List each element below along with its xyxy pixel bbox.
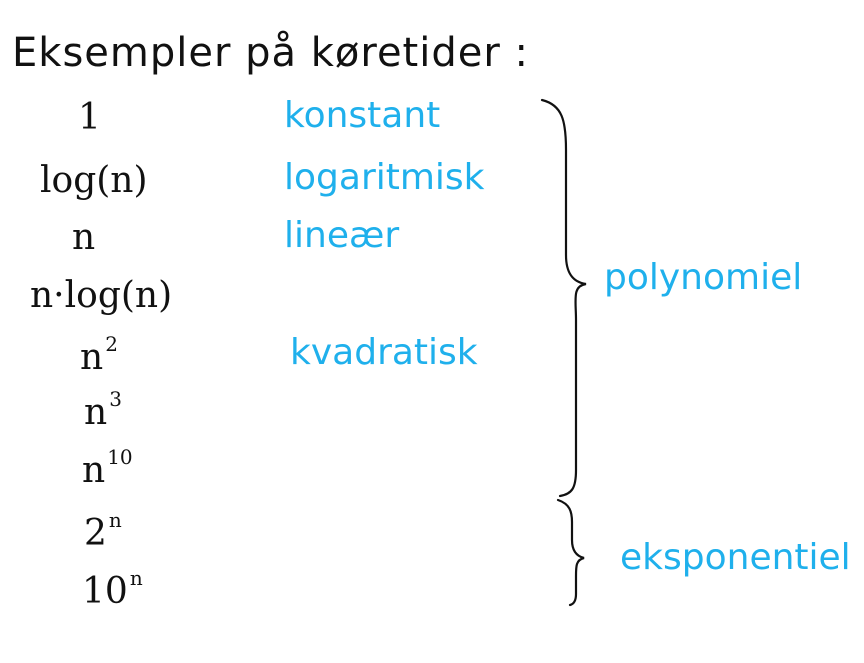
complexity-base: n·log(n) (30, 275, 173, 316)
class-name-linear: lineær (284, 215, 400, 256)
complexity-linear: n (72, 220, 97, 256)
polynomial-brace (540, 98, 587, 498)
complexity-base: n (80, 337, 104, 378)
exponential-brace (556, 498, 585, 607)
complexity-base: 2 (84, 513, 107, 554)
complexity-base: 1 (78, 97, 101, 138)
complexity-exponent: 3 (109, 387, 122, 411)
complexity-exponent: 10 (107, 445, 133, 469)
complexity-base: 10 (82, 571, 128, 612)
complexity-logarithmic: log(n) (40, 163, 150, 199)
complexity-exponent: 2 (105, 332, 118, 356)
complexity-exponent: n (129, 566, 143, 590)
complexity-constant: 1 (78, 100, 103, 136)
page-title: Eksempler på køretider : (12, 30, 529, 76)
class-name-logarithmic: logaritmisk (284, 157, 485, 198)
complexity-base: n (82, 450, 106, 491)
class-name-constant: konstant (284, 95, 441, 136)
complexity-exponent: n (108, 508, 122, 532)
polynomial-group-label: polynomiel (604, 257, 803, 298)
complexity-base: log(n) (40, 160, 148, 201)
complexity-base: n (72, 217, 96, 258)
complexity-linearithmic: n·log(n) (30, 278, 174, 314)
class-name-quadratic: kvadratisk (290, 332, 478, 373)
exponential-group-label: eksponentiel (620, 537, 851, 578)
complexity-base: n (84, 392, 108, 433)
